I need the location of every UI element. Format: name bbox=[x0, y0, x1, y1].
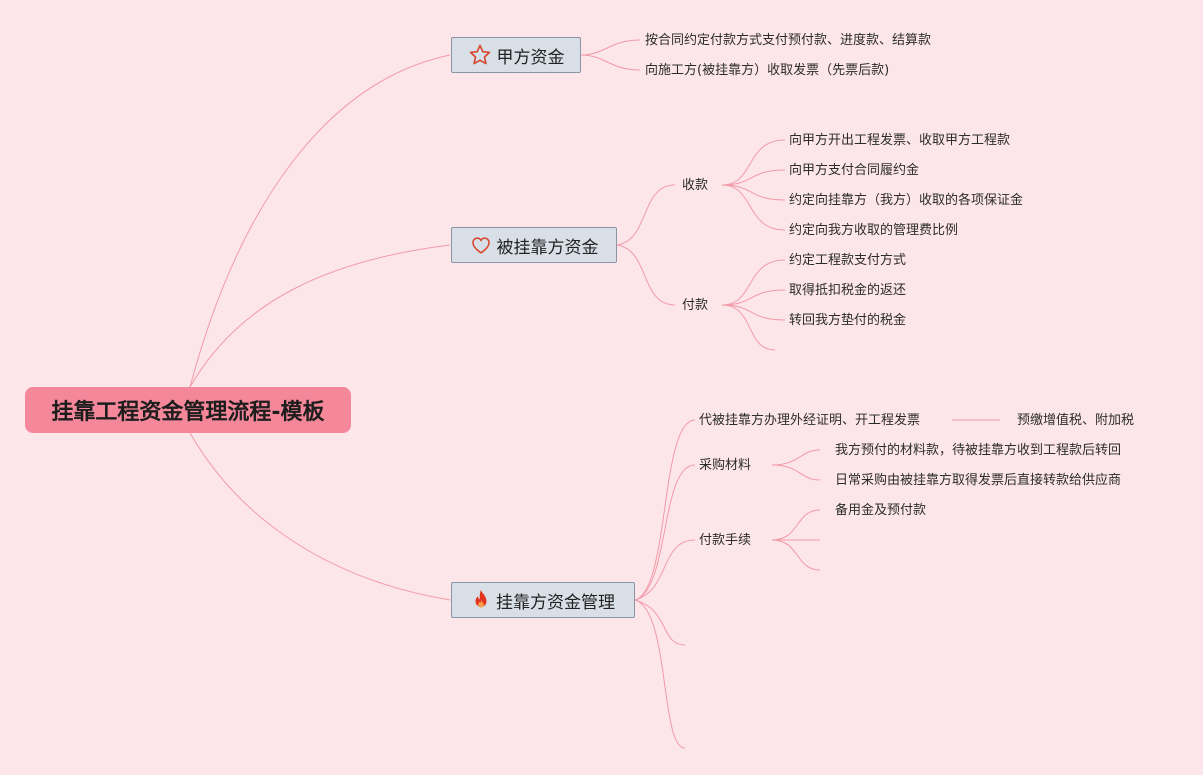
topic-label: 挂靠方资金管理 bbox=[496, 592, 615, 613]
topic-purchase-item[interactable]: 日常采购由被挂靠方取得发票后直接转款给供应商 bbox=[835, 473, 1122, 488]
topic-purchase-item[interactable]: 我方预付的材料款，待被挂靠方收到工程款后转回 bbox=[835, 443, 1122, 458]
topic-payment-procedure[interactable]: 付款手续 bbox=[699, 533, 752, 548]
heart-icon bbox=[470, 234, 492, 256]
topic-host-company-funds[interactable]: 被挂靠方资金 bbox=[451, 227, 617, 263]
topic-party-a-funds[interactable]: 甲方资金 bbox=[451, 37, 581, 73]
star-icon bbox=[468, 43, 492, 67]
topic-purchase-materials[interactable]: 采购材料 bbox=[699, 458, 752, 473]
topic-pay-item[interactable]: 约定工程款支付方式 bbox=[789, 253, 907, 268]
topic-receive[interactable]: 收款 bbox=[682, 178, 709, 193]
topic-party-a-item[interactable]: 向施工方(被挂靠方）收取发票（先票后款) bbox=[645, 63, 890, 78]
topic-receive-item[interactable]: 约定向我方收取的管理费比例 bbox=[789, 223, 959, 238]
topic-prepaid-tax[interactable]: 预缴增值税、附加税 bbox=[1017, 413, 1135, 428]
topic-label: 甲方资金 bbox=[496, 47, 565, 68]
topic-party-a-item[interactable]: 按合同约定付款方式支付预付款、进度款、结算款 bbox=[645, 33, 932, 48]
topic-receive-item[interactable]: 向甲方支付合同履约金 bbox=[789, 163, 920, 178]
topic-receive-item[interactable]: 约定向挂靠方（我方）收取的各项保证金 bbox=[789, 193, 1024, 208]
fire-icon bbox=[471, 589, 491, 611]
topic-invoice-handling[interactable]: 代被挂靠方办理外经证明、开工程发票 bbox=[699, 413, 921, 428]
topic-payment-item[interactable]: 备用金及预付款 bbox=[835, 503, 927, 518]
topic-pay-item[interactable]: 转回我方垫付的税金 bbox=[789, 313, 907, 328]
topic-affiliate-fund-management[interactable]: 挂靠方资金管理 bbox=[451, 582, 635, 618]
topic-pay[interactable]: 付款 bbox=[682, 298, 709, 313]
topic-pay-item[interactable]: 取得抵扣税金的返还 bbox=[789, 283, 907, 298]
root-topic[interactable]: 挂靠工程资金管理流程-模板 bbox=[25, 387, 351, 433]
topic-receive-item[interactable]: 向甲方开出工程发票、收取甲方工程款 bbox=[789, 133, 1011, 148]
topic-label: 被挂靠方资金 bbox=[496, 237, 599, 258]
